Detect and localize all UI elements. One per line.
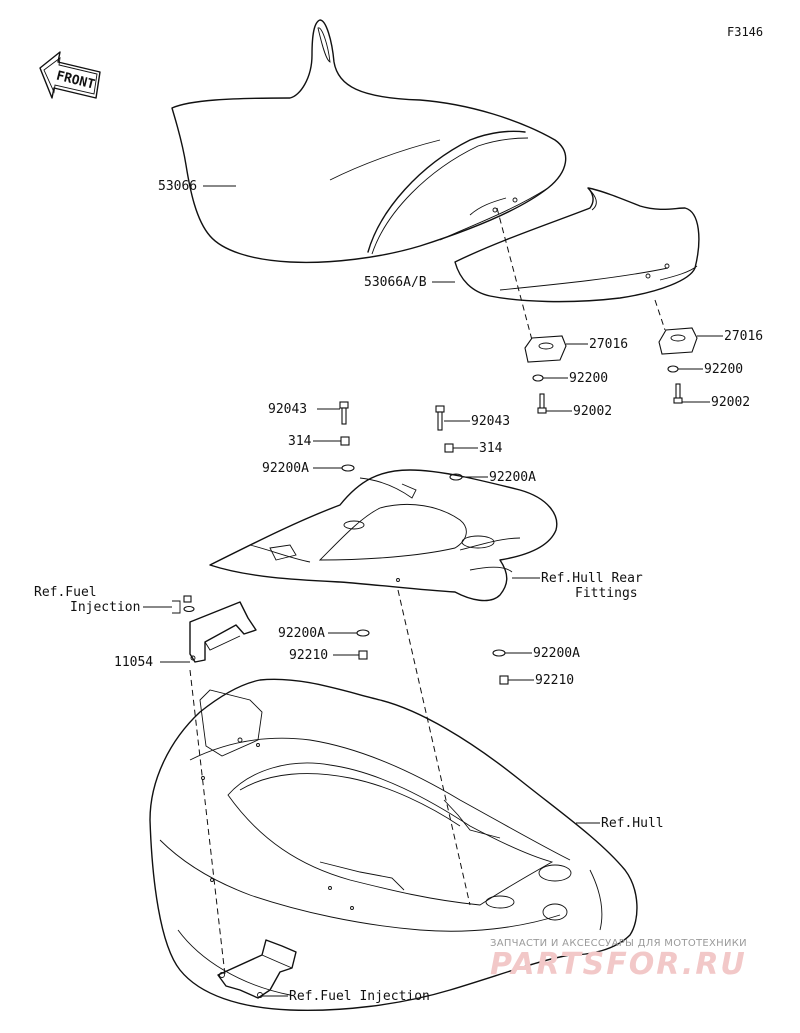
callout-washer-a-right: 92200A (489, 470, 536, 485)
callout-washer-a-lower-right: 92200A (533, 646, 580, 661)
ref-hull-rear-line1: Ref.Hull Rear (541, 571, 643, 586)
callout-stud-right: 92043 (471, 414, 510, 429)
callout-bolt-right: 92002 (711, 395, 750, 410)
callout-nut-left: 314 (288, 434, 312, 449)
front-arrow-icon: FRONT (39, 51, 101, 99)
damper-left (524, 335, 567, 363)
ref-hull-rear-line2: Fittings (575, 586, 638, 601)
ref-fuel-bottom: Ref.Fuel Injection (289, 989, 430, 1004)
watermark-logo: PARTSFOR.RU (490, 947, 747, 982)
callout-nut-right: 314 (479, 441, 503, 456)
fuel-bracket-bottom (217, 939, 297, 999)
dash-line-4 (189, 669, 226, 976)
nut-right (444, 443, 454, 453)
callout-nut-lower-right: 92210 (535, 673, 574, 688)
washer-left (532, 374, 544, 382)
dash-line-2 (654, 299, 666, 331)
watermark-tagline: ЗАПЧАСТИ И АКСЕССУАРЫ ДЛЯ МОТОТЕХНИКИ (490, 938, 747, 949)
callout-seat-front: 53066 (158, 179, 197, 194)
callout-damper-right: 27016 (724, 329, 763, 344)
nut-left (340, 436, 350, 446)
callout-bolt-left: 92002 (573, 404, 612, 419)
callout-damper-left: 27016 (589, 337, 628, 352)
callout-washer-right: 92200 (704, 362, 743, 377)
nut-lower-right (499, 675, 509, 685)
callout-stud-left: 92043 (268, 402, 307, 417)
figure-code: F3146 (727, 25, 763, 39)
fuel-washer (183, 605, 195, 613)
washer-a-lower-left (356, 629, 370, 637)
washer-right (667, 365, 679, 373)
ref-fuel-top-line1: Ref.Fuel (34, 585, 97, 600)
callout-seat-rear: 53066A/B (364, 275, 427, 290)
dash-line-3 (397, 589, 471, 906)
rear-deck (209, 469, 558, 602)
front-seat (171, 19, 567, 264)
bolt-right (673, 383, 683, 404)
rear-seat (454, 187, 700, 303)
bracket-11054 (189, 601, 257, 663)
ref-fuel-top-line2: Injection (70, 600, 140, 615)
fuel-bolt-icon (183, 595, 192, 603)
bracket-group-icon (172, 600, 181, 614)
callout-washer-a-lower-left: 92200A (278, 626, 325, 641)
washer-a-lower-right (492, 649, 506, 657)
ref-hull: Ref.Hull (601, 816, 664, 831)
washer-a-left (341, 464, 355, 472)
stud-right (435, 405, 445, 431)
callout-nut-lower-left: 92210 (289, 648, 328, 663)
callout-washer-a-left: 92200A (262, 461, 309, 476)
stud-left (339, 401, 349, 425)
nut-lower-left (358, 650, 368, 660)
watermark: ЗАПЧАСТИ И АКСЕССУАРЫ ДЛЯ МОТОТЕХНИКИ PA… (490, 938, 790, 982)
callout-washer-left: 92200 (569, 371, 608, 386)
callout-bracket: 11054 (114, 655, 153, 670)
damper-right (658, 327, 698, 355)
hull (149, 678, 638, 1012)
bolt-left (537, 393, 547, 414)
dash-line-1 (496, 207, 533, 341)
